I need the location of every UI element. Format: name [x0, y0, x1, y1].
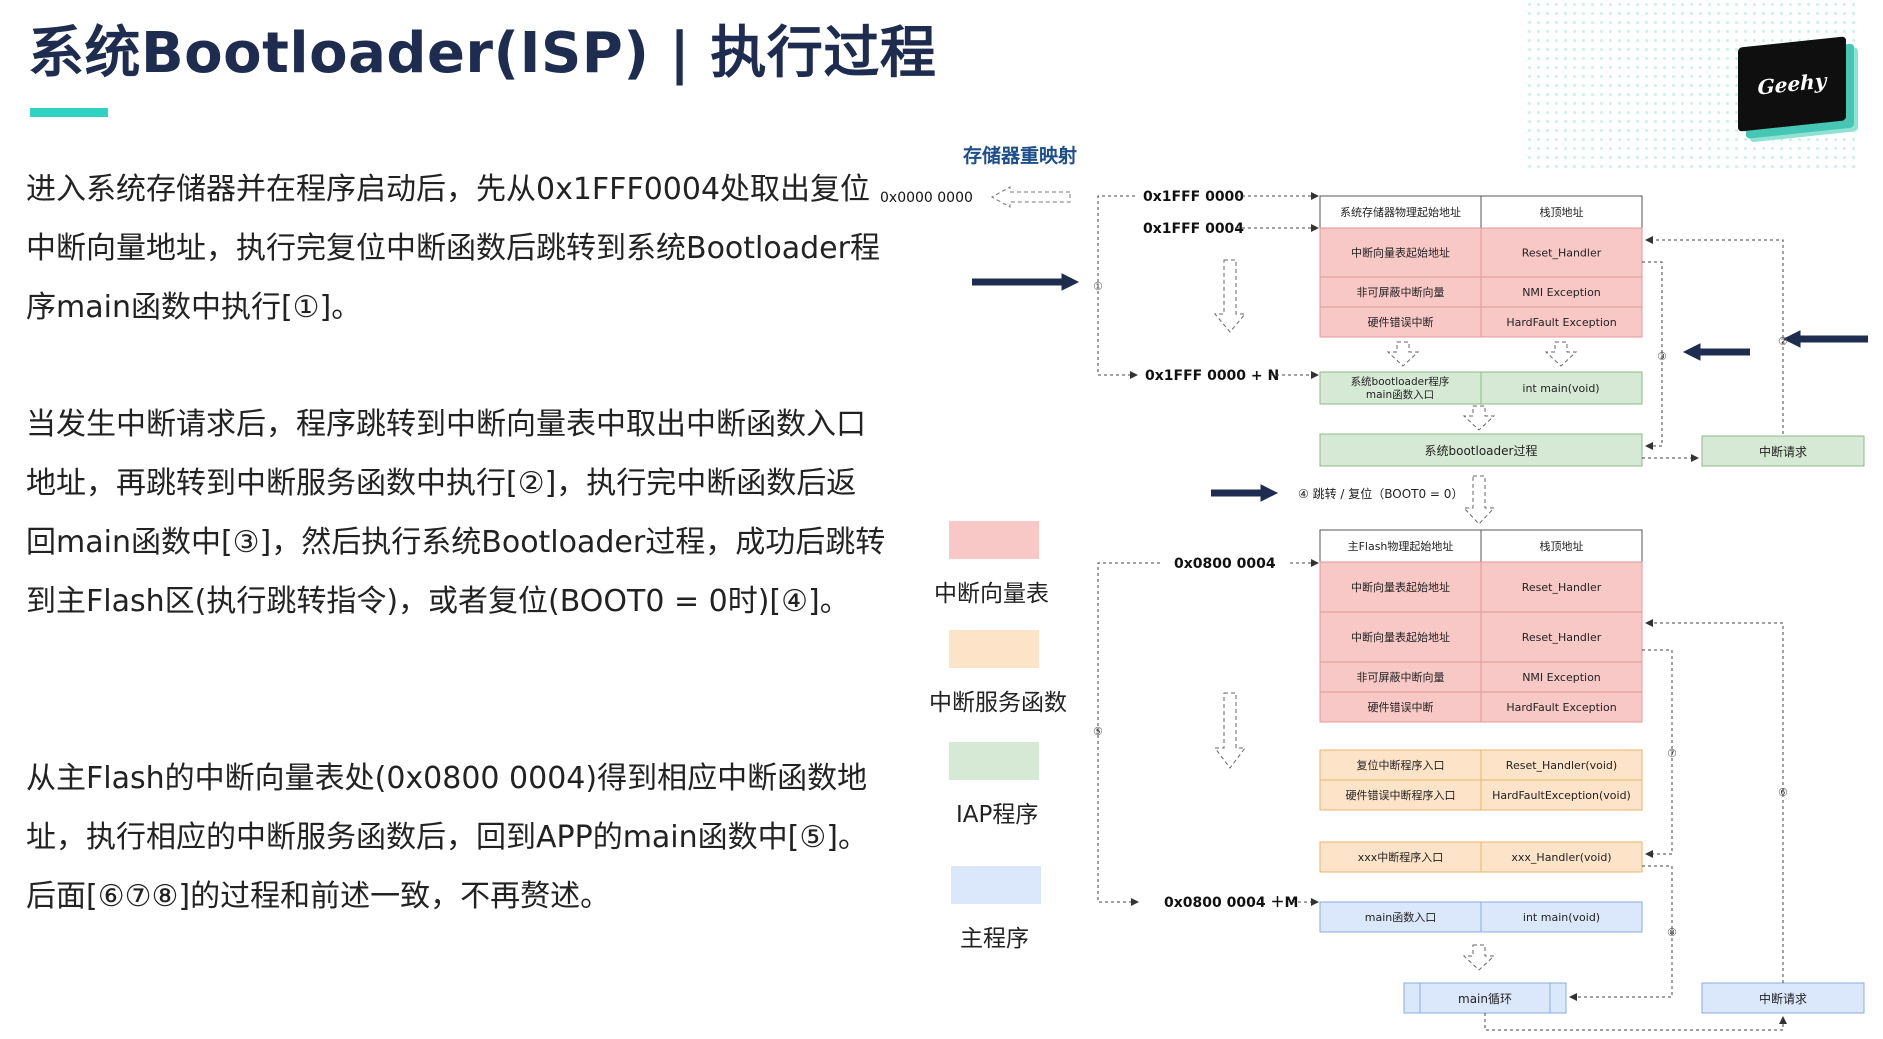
- main-table-row-1-left-label: 中断向量表起始地址: [1351, 580, 1450, 594]
- app-main-entry-row-right-cell: [1480, 901, 1643, 933]
- step-2-marker: ②: [1778, 335, 1788, 348]
- main-table-row-4-left-label: 硬件错误中断: [1368, 700, 1434, 714]
- addr-main-m: 0x0800 0004 ＋M: [1164, 895, 1298, 911]
- main-table-row-0-right-label: 栈顶地址: [1540, 539, 1584, 553]
- sys-table-row-1-right-cell: [1480, 227, 1643, 278]
- sys-table-row-1-right-label: Reset_Handler: [1522, 247, 1602, 260]
- sys-boot-entry-right-label: int main(void): [1522, 382, 1599, 395]
- sys-table-row-1-left-cell: [1319, 227, 1482, 278]
- main-loop-label: main循环: [1458, 992, 1512, 1006]
- legend-swatch-iap: [949, 742, 1039, 780]
- main-table-row-2-right-label: Reset_Handler: [1522, 631, 1602, 644]
- pointer-arrowhead-2: [1782, 330, 1801, 348]
- sys-bootloader-process-label: 系统bootloader过程: [1425, 443, 1538, 458]
- sys-boot-entry-line2: main函数入口: [1366, 388, 1434, 401]
- step-8-marker: ⑧: [1667, 926, 1677, 939]
- pointer-arrowhead-1: [1061, 273, 1080, 291]
- addr-sys-n: 0x1FFF 0000 + N: [1145, 368, 1279, 384]
- app-main-entry-row-left-cell: [1319, 901, 1482, 933]
- isr-row-1-left-label: 硬件错误中断程序入口: [1346, 788, 1456, 802]
- main-table-row-0-left-label: 主Flash物理起始地址: [1348, 539, 1454, 553]
- sys-table-row-0-left-label: 系统存储器物理起始地址: [1340, 205, 1461, 219]
- main-table-row-4-right-label: HardFault Exception: [1506, 701, 1616, 714]
- legend-swatch-isr: [949, 630, 1039, 668]
- sys-boot-entry-line1: 系统bootloader程序: [1351, 375, 1450, 388]
- main-table-row-1-right-label: Reset_Handler: [1522, 581, 1602, 594]
- main-table-row-2-left-cell: [1319, 611, 1482, 663]
- legend-label-main-program: 主程序: [960, 926, 1029, 952]
- isr-row-1-right-cell: [1480, 779, 1643, 811]
- sys-table-row-3-right-label: HardFault Exception: [1506, 316, 1616, 329]
- sys-table-row-2-right-label: NMI Exception: [1522, 286, 1601, 299]
- main-table-row-3-left-cell: [1319, 661, 1482, 693]
- paragraph-3: 从主Flash的中断向量表处(0x0800 0004)得到相应中断函数地址，执行…: [26, 761, 868, 914]
- xxx-handler-row-right-cell: [1480, 841, 1643, 873]
- remap-address: 0x0000 0000: [880, 190, 973, 206]
- main-table-row-1-right-cell: [1480, 561, 1643, 613]
- xxx-handler-row-left-cell: [1319, 841, 1482, 873]
- remap-title: 存储器重映射: [963, 144, 1077, 167]
- irq-request-box-1: [1701, 435, 1865, 467]
- irq-request-box-2: [1701, 982, 1865, 1014]
- addr-sys-4: 0x1FFF 0004: [1143, 221, 1244, 237]
- legend-label-vector-table: 中断向量表: [934, 581, 1049, 607]
- sys-table-row-2-left-label: 非可屏蔽中断向量: [1357, 285, 1445, 299]
- paragraph-2: 当发生中断请求后，程序跳转到中断向量表中取出中断函数入口地址，再跳转到中断服务函…: [26, 407, 886, 619]
- irq-request-label-2: 中断请求: [1759, 991, 1807, 1006]
- main-table-row-3-right-cell: [1480, 661, 1643, 693]
- main-table-row-4-right-cell: [1480, 691, 1643, 723]
- jump-reset-label: ④ 跳转 / 复位（BOOT0 = 0）: [1298, 486, 1463, 501]
- sys-bootloader-process-box: [1319, 433, 1643, 467]
- main-table-row-3-right-label: NMI Exception: [1522, 671, 1601, 684]
- sys-table-row-1-left-label: 中断向量表起始地址: [1351, 246, 1450, 260]
- main-table-row-2-right-cell: [1480, 611, 1643, 663]
- legend-swatch-main-program: [951, 866, 1041, 904]
- paragraph-1: 进入系统存储器并在程序启动后，先从0x1FFF0004处取出复位中断向量地址，执…: [26, 172, 880, 325]
- main-table-row-3-left-label: 非可屏蔽中断向量: [1357, 670, 1445, 684]
- pointer-arrowhead-4: [1260, 484, 1279, 502]
- sys-table-row-2-left-cell: [1319, 276, 1482, 308]
- page-title: 系统Bootloader(ISP) | 执行过程: [28, 21, 937, 86]
- isr-row-0-left-label: 复位中断程序入口: [1357, 758, 1445, 772]
- sys-table-row-3-left-label: 硬件错误中断: [1368, 315, 1434, 329]
- remap-hollow-arrow: [990, 186, 1071, 208]
- sys-table-row-3-right-cell: [1480, 306, 1643, 338]
- xxx-handler-row-left-label: xxx中断程序入口: [1358, 850, 1444, 864]
- sys-table-row-3-left-cell: [1319, 306, 1482, 338]
- down-hollow-arrow-5: [1214, 692, 1246, 769]
- title-underline: [30, 108, 108, 117]
- app-main-entry-row-left-label: main函数入口: [1365, 911, 1436, 924]
- addr-main-4: 0x0800 0004: [1174, 556, 1276, 572]
- sys-table-row-2-right-cell: [1480, 276, 1643, 308]
- isr-row-0-right-cell: [1480, 749, 1643, 781]
- irq-request-label-1: 中断请求: [1759, 444, 1807, 459]
- main-table-row-0-left-cell: [1319, 529, 1482, 563]
- step-7-marker: ⑦: [1667, 747, 1677, 760]
- down-hollow-arrow-1: [1213, 259, 1247, 333]
- pointer-arrowhead-3: [1682, 343, 1701, 361]
- legend-swatch-vector-table: [949, 521, 1039, 559]
- addr-sys-0: 0x1FFF 0000: [1143, 189, 1244, 205]
- step-5-marker: ⑤: [1093, 725, 1103, 738]
- xxx-handler-row-right-label: xxx_Handler(void): [1511, 851, 1611, 864]
- isr-row-1-right-label: HardFaultException(void): [1492, 789, 1631, 802]
- jump-down-arrow: [1462, 475, 1496, 525]
- main-table-row-0-right-cell: [1480, 529, 1643, 563]
- sys-boot-entry-left-cell: [1319, 371, 1482, 405]
- step-6-marker: ⑥: [1778, 786, 1788, 799]
- isr-row-0-right-label: Reset_Handler(void): [1506, 759, 1617, 772]
- main-table-row-2-left-label: 中断向量表起始地址: [1351, 630, 1450, 644]
- sys-boot-entry-right-cell: [1480, 371, 1643, 405]
- sys-table-row-0-right-label: 栈顶地址: [1540, 205, 1584, 219]
- isr-row-1-left-cell: [1319, 779, 1482, 811]
- legend-label-iap: IAP程序: [956, 802, 1039, 828]
- main-loop-box: [1403, 982, 1567, 1014]
- step-3-marker: ③: [1657, 350, 1667, 363]
- legend-label-isr: 中断服务函数: [929, 690, 1067, 716]
- step-1-marker: ①: [1093, 280, 1103, 293]
- app-main-entry-row-right-label: int main(void): [1523, 911, 1600, 924]
- main-table-row-4-left-cell: [1319, 691, 1482, 723]
